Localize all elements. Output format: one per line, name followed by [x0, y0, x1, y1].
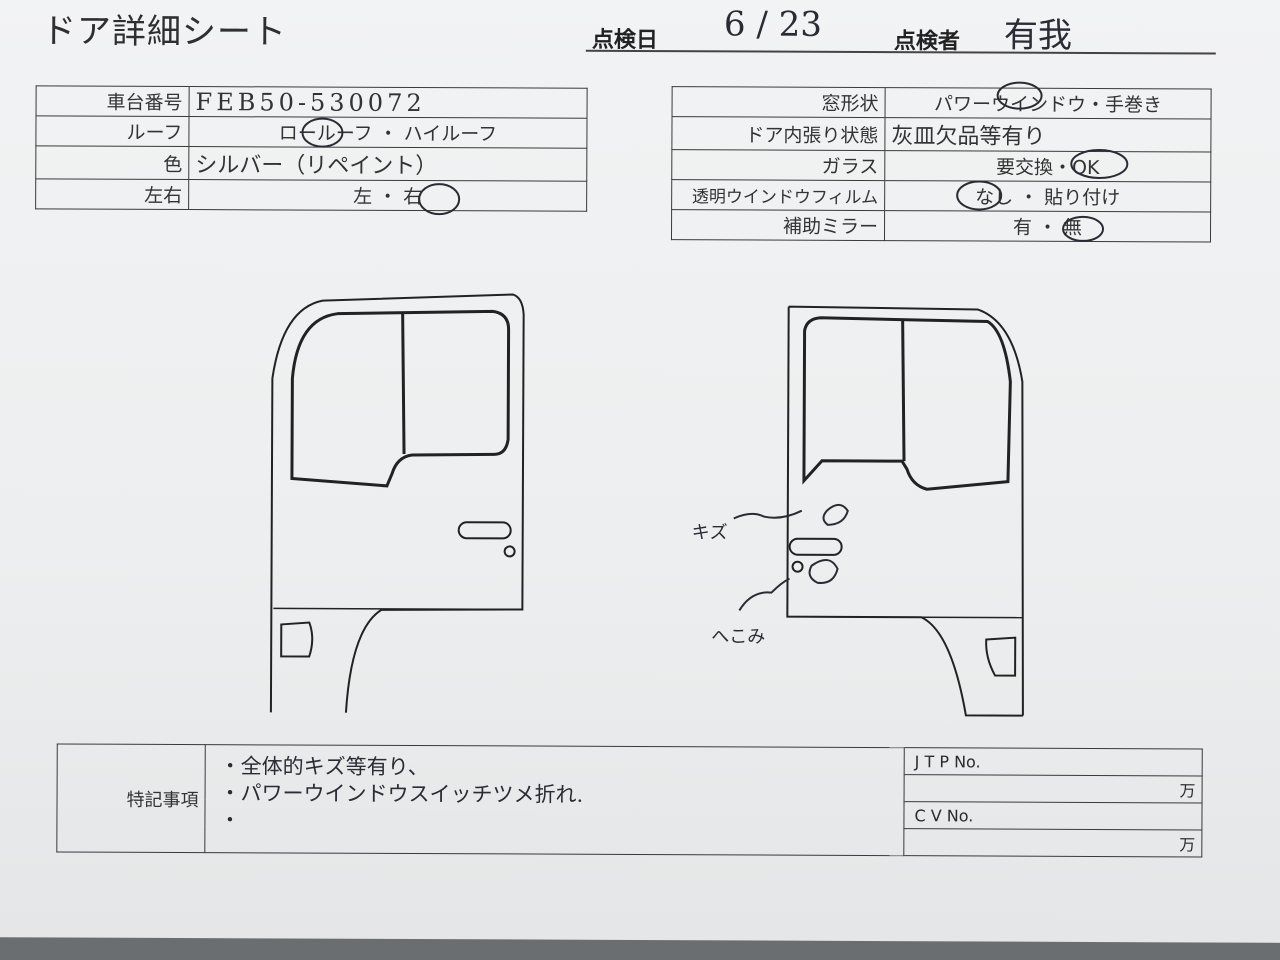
note-line-3: ・ [219, 808, 241, 833]
dent-annotation: へこみ [711, 626, 766, 648]
jtp-number-label: J T P No. [904, 747, 1203, 776]
mirror-circle-mark [1062, 215, 1105, 242]
scratch-leader-line [733, 509, 803, 520]
window-circle-mark [996, 81, 1043, 110]
side-circle-mark [418, 183, 461, 216]
jtp-unit: 万 [904, 774, 1203, 803]
notes-table: 特記事項 ・全体的キズ等有り、 ・パワーウインドウスイッチツメ折れ. ・ J T… [56, 743, 1203, 857]
cv-number-label: C V No. [903, 801, 1203, 830]
dent-mark [808, 559, 839, 585]
cv-unit: 万 [903, 828, 1202, 857]
scratch-annotation: キズ [691, 522, 728, 544]
glass-circle-mark [1070, 149, 1129, 180]
right-door-drawing [733, 305, 1024, 717]
scratch-mark [822, 503, 849, 526]
note-line-1: ・全体的キズ等有り、 [219, 754, 429, 780]
left-door-drawing [269, 293, 525, 713]
roof-circle-mark [301, 117, 344, 148]
film-circle-mark [956, 180, 1003, 211]
notes-label: 特記事項 [56, 743, 206, 853]
dent-leader-line [738, 577, 790, 611]
notes-content: ・全体的キズ等有り、 ・パワーウインドウスイッチツメ折れ. ・ [204, 744, 905, 856]
note-line-2: ・パワーウインドウスイッチツメ折れ. [219, 781, 584, 807]
